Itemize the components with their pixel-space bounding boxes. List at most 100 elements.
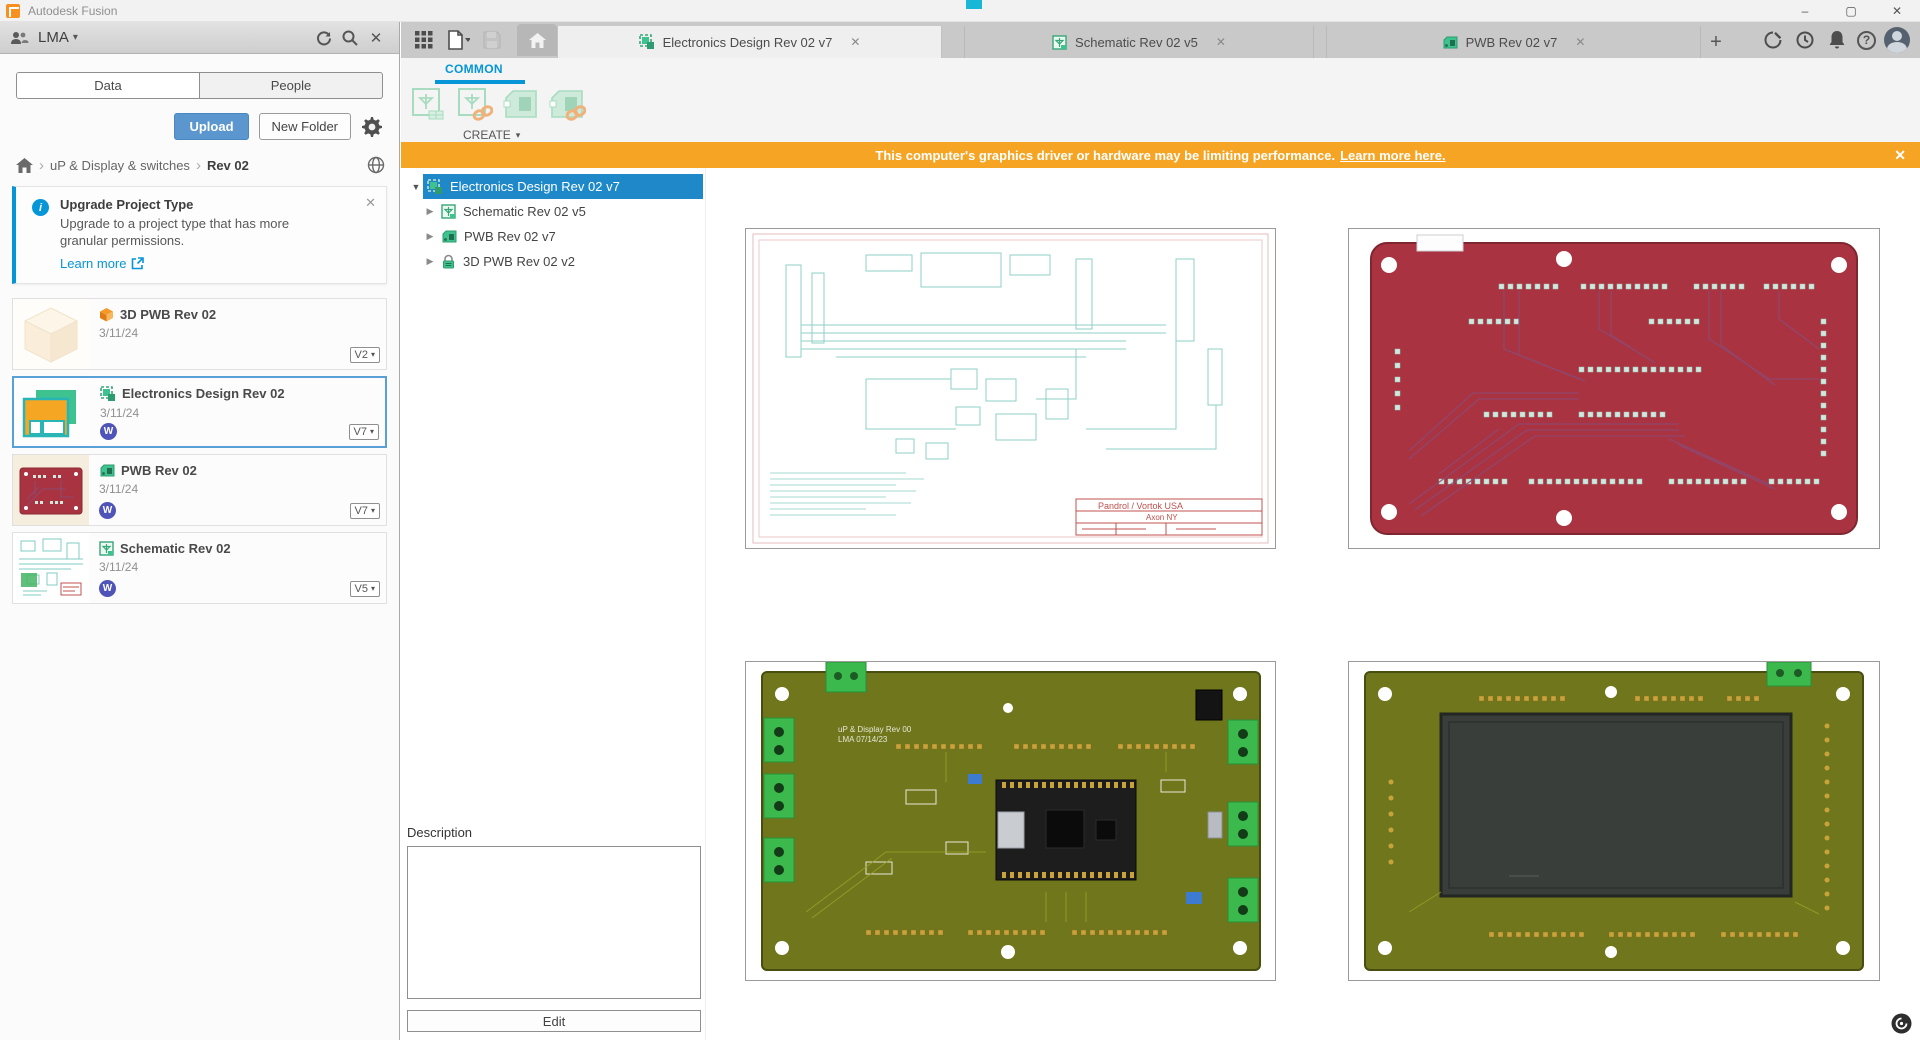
description-input[interactable]	[407, 846, 701, 999]
preview-area: Pandrol / Vortok USA Axon NY	[706, 168, 1920, 1040]
performance-warning-banner: This computer's graphics driver or hardw…	[401, 142, 1920, 168]
card-schematic[interactable]: Schematic Rev 02 3/11/24 W V5▾	[12, 531, 387, 604]
tree-collapsed-icon[interactable]: ▶	[426, 206, 434, 216]
card-pwb[interactable]: PWB Rev 02 3/11/24 W V7▾	[12, 453, 387, 526]
title-block-company: Pandrol / Vortok USA	[1098, 501, 1183, 511]
breadcrumb-sep-icon: ›	[39, 156, 44, 174]
home-tab[interactable]	[517, 24, 557, 56]
job-status-icon[interactable]	[1891, 1013, 1912, 1034]
version-tree-panel: ▼ Electronics Design Rev 02 v7 ▶ Schemat…	[401, 168, 706, 1040]
silkscreen-line2: LMA 07/14/23	[838, 735, 888, 744]
file-menu-icon[interactable]	[443, 25, 473, 55]
breadcrumb-project[interactable]: uP & Display & switches	[50, 157, 190, 173]
data-panel: LMA ▾ ✕ Data People Upload New Folder ›	[0, 22, 400, 1040]
learn-more-link[interactable]: Learn more	[60, 256, 374, 271]
schematic-file-icon	[441, 204, 456, 219]
card-title: Schematic Rev 02	[120, 540, 231, 556]
preview-red-pcb[interactable]	[1348, 228, 1880, 549]
cube-file-icon	[99, 307, 114, 322]
window-titlebar: Autodesk Fusion – ▢ ✕	[0, 0, 1920, 22]
minimize-button[interactable]: –	[1801, 4, 1809, 18]
new-schematic-icon[interactable]	[409, 86, 449, 124]
tab-pwb[interactable]: PWB Rev 02 v7 ✕	[1326, 26, 1701, 58]
file-card-list: 3D PWB Rev 02 3/11/24 V2▾	[12, 297, 387, 604]
card-3d-pwb[interactable]: 3D PWB Rev 02 3/11/24 V2▾	[12, 297, 387, 370]
maximize-button[interactable]: ▢	[1845, 4, 1857, 18]
silkscreen-line1: uP & Display Rev 00	[838, 725, 912, 734]
card-date: 3/11/24	[99, 559, 139, 574]
version-dropdown[interactable]: V2▾	[349, 346, 380, 363]
card-title: PWB Rev 02	[121, 462, 197, 478]
share-globe-icon[interactable]	[367, 156, 385, 174]
tree-item-schematic[interactable]: ▶ Schematic Rev 02 v5	[401, 199, 705, 224]
breadcrumb-folder[interactable]: Rev 02	[206, 157, 249, 173]
tree-collapsed-icon[interactable]: ▶	[426, 256, 434, 266]
save-icon	[477, 25, 507, 55]
tab-close-icon[interactable]: ✕	[1215, 35, 1226, 49]
link-schematic-icon[interactable]	[455, 86, 495, 124]
close-window-button[interactable]: ✕	[1891, 4, 1903, 18]
team-icon	[10, 31, 30, 45]
browser-icon[interactable]	[1761, 28, 1785, 52]
search-icon[interactable]	[337, 25, 363, 51]
version-dropdown[interactable]: V7▾	[349, 502, 380, 519]
caret-down-icon: ▾	[370, 584, 375, 594]
clock-icon[interactable]	[1793, 28, 1817, 52]
version-dropdown[interactable]: V7▾	[348, 423, 379, 440]
version-dropdown[interactable]: V5▾	[349, 580, 380, 597]
tree-expanded-icon[interactable]: ▼	[411, 181, 421, 192]
tree-item-electronics-design[interactable]: ▼ Electronics Design Rev 02 v7	[401, 174, 705, 199]
tree-collapsed-icon[interactable]: ▶	[426, 231, 434, 241]
caret-down-icon: ▾	[515, 129, 521, 140]
create-menu[interactable]: CREATE ▾	[463, 128, 521, 142]
ribbon-tab-common[interactable]: COMMON	[445, 62, 503, 76]
preview-green-pcb-back[interactable]	[1348, 661, 1880, 981]
tab-people[interactable]: People	[270, 78, 312, 93]
tab-close-icon[interactable]: ✕	[1575, 35, 1586, 49]
card-date: 3/11/24	[99, 325, 139, 340]
notifications-bell-icon[interactable]	[1825, 28, 1849, 52]
tab-schematic[interactable]: Schematic Rev 02 v5 ✕	[964, 26, 1314, 58]
tab-data[interactable]: Data	[17, 73, 200, 98]
new-folder-button[interactable]: New Folder	[258, 113, 351, 140]
team-chevron-down-icon[interactable]: ▾	[72, 32, 78, 43]
preview-green-pcb-front[interactable]: uP & Display Rev 00 LMA 07/14/23	[745, 661, 1276, 981]
card-electronics-design[interactable]: Electronics Design Rev 02 3/11/24 W V7▾	[12, 375, 387, 448]
refresh-icon[interactable]	[311, 25, 337, 51]
breadcrumb: › uP & Display & switches › Rev 02	[16, 156, 385, 174]
fusion-logo-icon	[6, 3, 20, 18]
banner-learn-more-link[interactable]: Learn more here.	[1340, 147, 1446, 163]
document-tabstrip: Electronics Design Rev 02 v7 ✕ Schematic…	[401, 22, 1920, 58]
help-icon[interactable]: ?	[1857, 30, 1876, 50]
card-date: 3/11/24	[99, 481, 139, 496]
card-title: 3D PWB Rev 02	[120, 306, 217, 322]
preview-schematic-sheet[interactable]: Pandrol / Vortok USA Axon NY	[745, 228, 1276, 549]
team-selector[interactable]: LMA	[38, 29, 69, 46]
avatar[interactable]	[1884, 27, 1910, 53]
card-date: 3/11/24	[100, 405, 140, 420]
ribbon: COMMON CREATE ▾	[401, 58, 1920, 142]
ribbon-tab-underline	[435, 80, 525, 84]
notice-body: Upgrade to a project type that has more …	[60, 216, 290, 248]
new-tab-button[interactable]: +	[1710, 30, 1722, 53]
notice-close-icon[interactable]: ✕	[365, 195, 376, 210]
caret-down-icon: ▾	[369, 427, 374, 437]
tab-electronics-design[interactable]: Electronics Design Rev 02 v7 ✕	[557, 26, 942, 58]
tree-item-3d-pwb[interactable]: ▶ 3D PWB Rev 02 v2	[401, 249, 705, 274]
upgrade-project-notice: i ✕ Upgrade Project Type Upgrade to a pr…	[12, 186, 387, 284]
schematic-tab-icon	[1052, 34, 1067, 50]
electronics-design-file-icon	[100, 385, 116, 402]
tab-close-icon[interactable]: ✕	[850, 35, 861, 49]
settings-gear-icon[interactable]	[361, 116, 383, 138]
app-grid-menu-icon[interactable]	[409, 25, 439, 55]
link-board-icon[interactable]	[547, 86, 587, 124]
schematic-file-icon	[99, 541, 114, 556]
home-icon[interactable]	[16, 157, 33, 173]
upload-button[interactable]: Upload	[174, 113, 249, 140]
new-board-icon[interactable]	[501, 86, 541, 124]
close-panel-icon[interactable]: ✕	[369, 29, 383, 47]
edit-button[interactable]: Edit	[407, 1010, 701, 1032]
banner-close-icon[interactable]: ✕	[1894, 146, 1906, 163]
electronics-design-file-icon	[427, 178, 442, 194]
tree-item-pwb[interactable]: ▶ PWB Rev 02 v7	[401, 224, 705, 249]
